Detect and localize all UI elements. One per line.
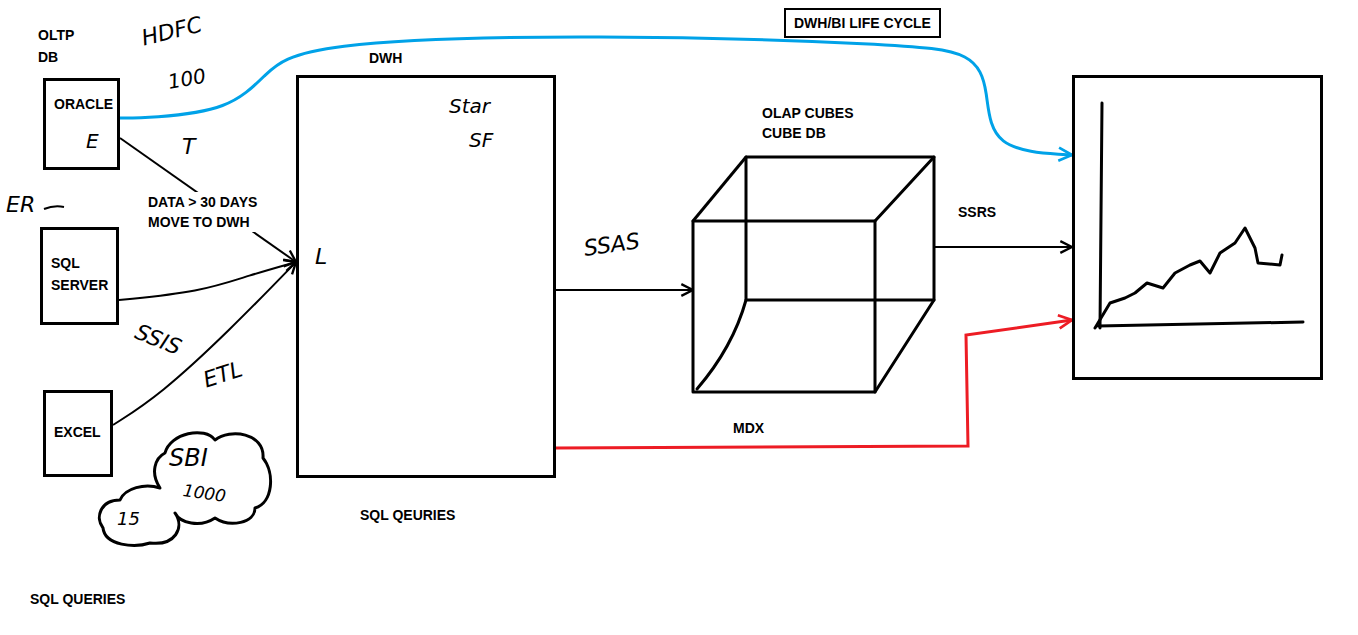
- shape-art: [1075, 78, 1320, 377]
- diagram-title: DWH/BI LIFE CYCLE: [784, 8, 941, 38]
- handwritten-note: T: [182, 134, 195, 160]
- outline-stroke: [693, 157, 746, 221]
- node-note: E: [86, 129, 99, 153]
- node-title: OLAP CUBES CUBE DB: [762, 103, 874, 143]
- tool-label: SSIS: [131, 319, 185, 361]
- node-title: SBI: [169, 444, 208, 473]
- group-label: OLTP DB: [38, 24, 86, 68]
- flow-connector: [119, 262, 296, 300]
- flow-connector: [120, 138, 296, 262]
- flow-connector: [934, 246, 1072, 248]
- olap-cube: OLAP CUBES CUBE DB: [693, 157, 934, 392]
- node-title: DWH: [369, 49, 402, 67]
- flow-connector: [113, 262, 296, 425]
- outline-stroke: [693, 221, 875, 392]
- source-box: ORACLE E: [43, 78, 120, 170]
- process-note: DATA > 30 DAYS MOVE TO DWH: [148, 192, 280, 232]
- caption-note: SQL QUERIES: [30, 590, 125, 608]
- flow-connector: [120, 37, 1072, 155]
- connector-label: SSAS: [582, 228, 641, 262]
- outline-stroke: [697, 300, 746, 389]
- node-note: 1000: [182, 480, 228, 506]
- flow-connector: [556, 289, 693, 291]
- shape-art: [693, 157, 934, 392]
- handwritten-note: HDFC: [139, 12, 205, 52]
- node-title: SQL SERVER: [51, 252, 113, 296]
- node-title: EXCEL: [54, 423, 101, 441]
- source-box: SQL SERVER: [40, 227, 119, 325]
- outline-stroke: [746, 157, 934, 300]
- warehouse-box: DWHStarSFL: [296, 75, 556, 478]
- outline-stroke: [875, 300, 934, 392]
- connector-label: SSRS: [958, 203, 996, 221]
- node-note: SF: [469, 128, 493, 152]
- tool-label: ETL: [200, 356, 246, 393]
- outline-stroke: [875, 157, 934, 221]
- handwritten-note: 100: [166, 64, 208, 94]
- flow-connector: [556, 320, 1072, 448]
- outline-stroke: [1100, 103, 1102, 328]
- handwritten-note: ER: [6, 192, 35, 218]
- node-note: 15: [117, 508, 140, 530]
- cloud-note: SBI 1000 15: [95, 428, 270, 546]
- node-note: L: [315, 244, 327, 270]
- outline-stroke: [99, 433, 270, 546]
- source-box: EXCEL: [43, 390, 113, 477]
- caption-note: SQL QEURIES: [360, 506, 455, 524]
- outline-stroke: [1098, 322, 1303, 326]
- node-title: ORACLE: [54, 95, 113, 113]
- pen-stroke: [44, 206, 64, 209]
- report-chart: [1072, 75, 1323, 380]
- connector-label: MDX: [733, 419, 764, 437]
- outline-stroke: [1095, 228, 1282, 328]
- node-note: Star: [449, 94, 490, 118]
